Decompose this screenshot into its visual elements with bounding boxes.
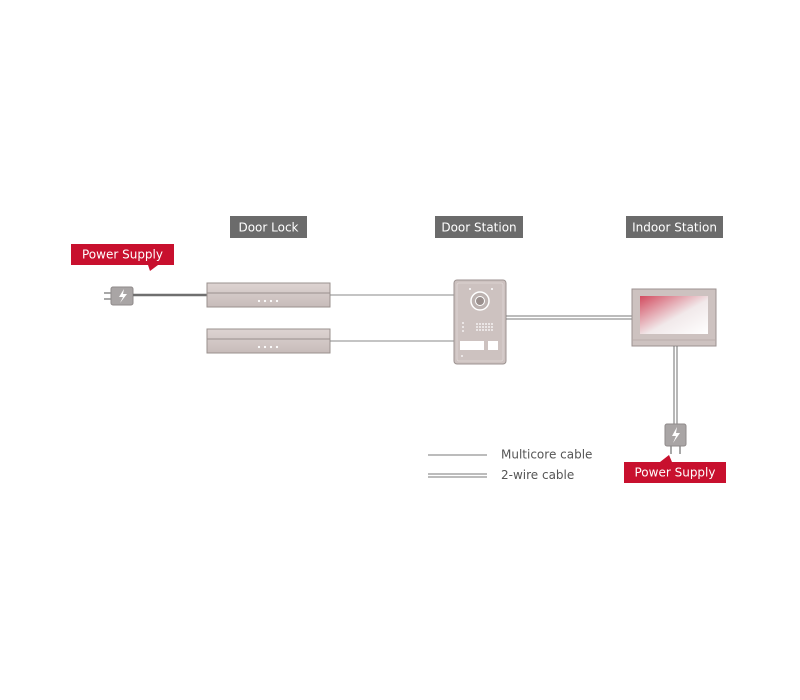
indoor-station-device <box>631 288 717 347</box>
door-lock-label: Door Lock <box>238 221 298 235</box>
power-supply-label-left: Power Supply <box>82 248 163 262</box>
indoor-station-label: Indoor Station <box>632 221 717 235</box>
power-supply-label-right: Power Supply <box>635 466 716 480</box>
legend-multicore-label: Multicore cable <box>501 448 592 462</box>
speaker-grille-icon <box>476 323 493 331</box>
door-station-device <box>453 279 507 365</box>
door-station-label: Door Station <box>441 221 516 235</box>
lightning-icon <box>672 427 680 443</box>
door-lock-header: Door Lock <box>230 216 307 238</box>
indoor-station-header: Indoor Station <box>626 216 723 238</box>
door-lock-device-1 <box>206 282 331 308</box>
name-plate <box>460 341 484 350</box>
legend-two-wire-label: 2-wire cable <box>501 468 574 482</box>
power-plug-right <box>664 423 687 454</box>
lightning-icon <box>119 289 127 303</box>
monitor-screen <box>640 296 708 334</box>
power-supply-tag-right: Power Supply <box>624 455 726 483</box>
power-plug-left <box>104 286 134 306</box>
legend: Multicore cable 2-wire cable <box>428 448 592 482</box>
power-supply-tag-left: Power Supply <box>71 244 174 271</box>
power-cable-right <box>673 346 678 424</box>
door-station-header: Door Station <box>435 216 523 238</box>
call-button <box>488 341 498 350</box>
two-wire-cable-main <box>506 315 632 320</box>
door-lock-device-2 <box>206 328 331 354</box>
